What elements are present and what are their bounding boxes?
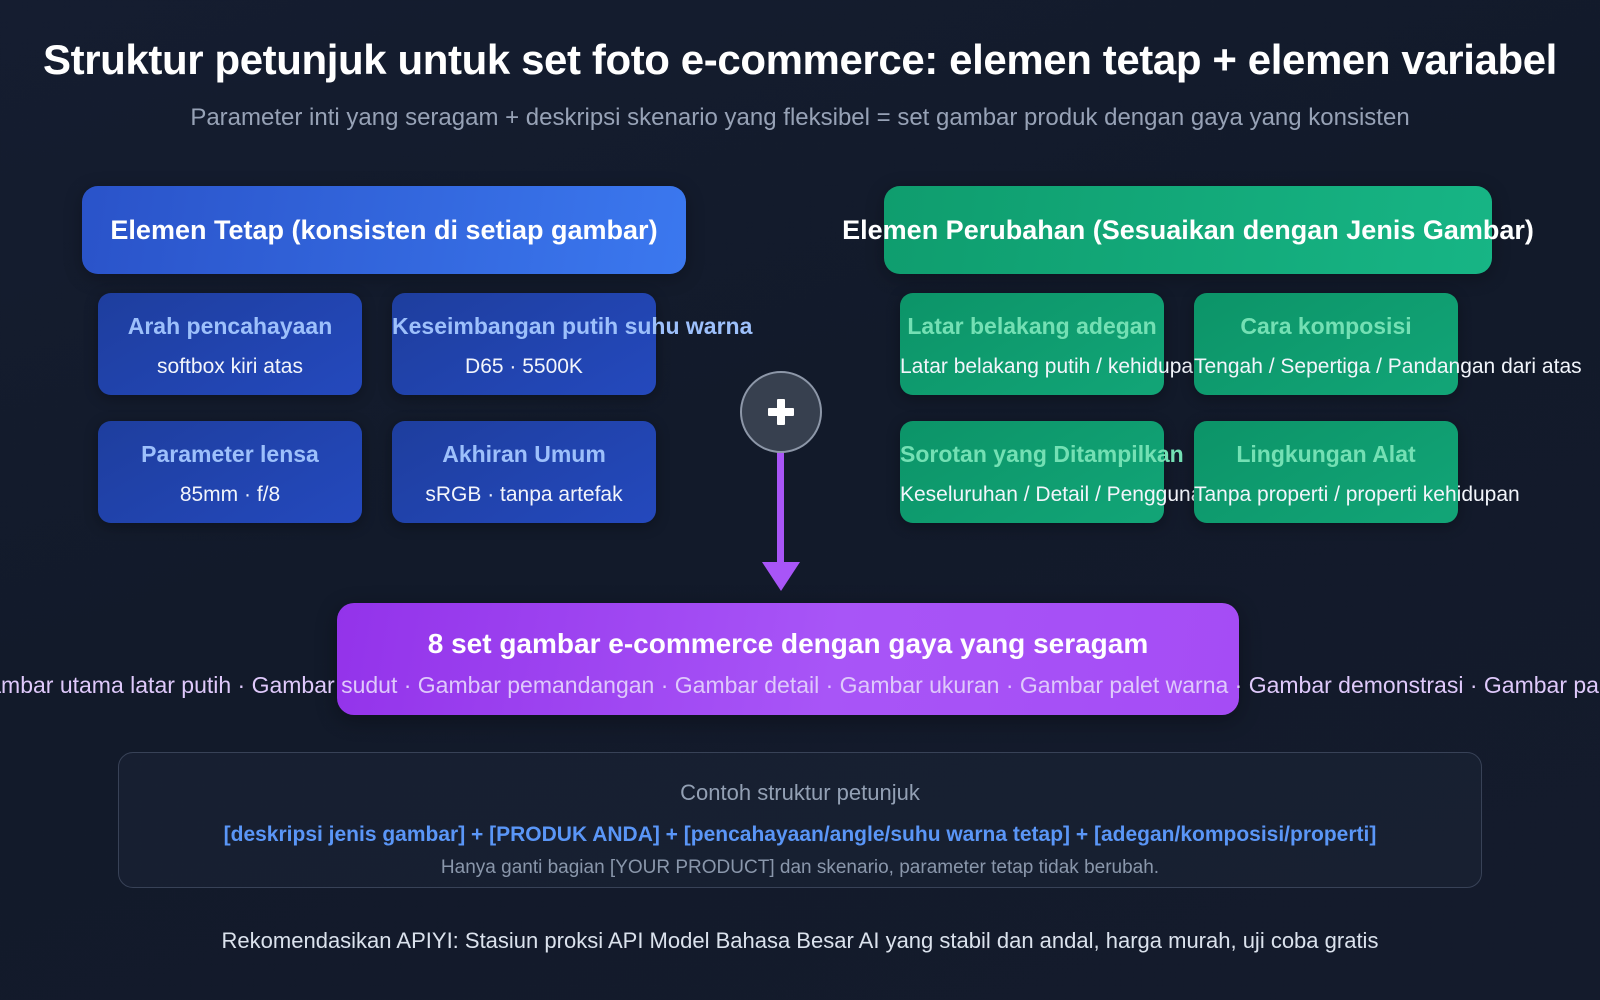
column-header-variable-label: Elemen Perubahan (Sesuaikan dengan Jenis… [842, 214, 1534, 245]
fixed-card-title: Arah pencahayaan [127, 313, 333, 339]
fixed-card-subtitle: softbox kiri atas [157, 355, 303, 378]
page-title: Struktur petunjuk untuk set foto e-comme… [43, 36, 1557, 83]
fixed-card-subtitle: sRGB · tanpa artefak [425, 483, 623, 506]
result-banner: 8 set gambar e-commerce dengan gaya yang… [337, 603, 1239, 715]
fixed-card-title: Keseimbangan putih suhu warna [392, 313, 753, 339]
example-note: Hanya ganti bagian [YOUR PRODUCT] dan sk… [440, 857, 1160, 878]
variable-card-highlight: Sorotan yang Ditampilkan Keseluruhan / D… [900, 421, 1226, 523]
example-formula: [deskripsi jenis gambar] + [PRODUK ANDA]… [223, 823, 1377, 846]
variable-card-subtitle: Tengah / Sepertiga / Pandangan dari atas [1194, 355, 1582, 378]
footer-note: Rekomendasikan APIYI: Stasiun proksi API… [221, 928, 1379, 953]
variable-card-props-environment: Lingkungan Alat Tanpa properti / propert… [1194, 421, 1520, 523]
variable-card-title: Latar belakang adegan [907, 313, 1157, 339]
arrow-shaft [777, 452, 784, 564]
fixed-card-subtitle: D65 · 5500K [465, 355, 583, 378]
variable-card-subtitle: Latar belakang putih / kehidupan [900, 355, 1205, 378]
example-label: Contoh struktur petunjuk [680, 780, 920, 805]
fixed-card-white-balance: Keseimbangan putih suhu warna D65 · 5500… [392, 293, 753, 395]
variable-card-composition: Cara komposisi Tengah / Sepertiga / Pand… [1194, 293, 1582, 395]
example-structure-box: Contoh struktur petunjuk [deskripsi jeni… [118, 752, 1482, 888]
variable-card-title: Sorotan yang Ditampilkan [900, 441, 1184, 467]
variable-card-scene-background: Latar belakang adegan Latar belakang put… [900, 293, 1205, 395]
plus-connector-node [740, 371, 822, 453]
fixed-card-title: Parameter lensa [141, 441, 319, 467]
fixed-card-general-finish: Akhiran Umum sRGB · tanpa artefak [392, 421, 656, 523]
arrow-head-icon [762, 562, 800, 591]
column-header-fixed-elements: Elemen Tetap (konsisten di setiap gambar… [82, 186, 686, 274]
page-subtitle: Parameter inti yang seragam + deskripsi … [190, 104, 1410, 131]
fixed-card-title: Akhiran Umum [442, 441, 606, 467]
variable-card-subtitle: Tanpa properti / properti kehidupan [1194, 483, 1520, 506]
fixed-card-lighting-direction: Arah pencahayaan softbox kiri atas [98, 293, 362, 395]
result-image-type-list: Gambar utama latar putih · Gambar sudut … [0, 672, 1600, 698]
variable-card-title: Lingkungan Alat [1236, 441, 1416, 467]
variable-card-subtitle: Keseluruhan / Detail / Penggunaan [900, 483, 1226, 506]
plus-icon [767, 398, 795, 426]
fixed-card-subtitle: 85mm · f/8 [179, 483, 281, 506]
fixed-card-lens-parameters: Parameter lensa 85mm · f/8 [98, 421, 362, 523]
column-header-variable-elements: Elemen Perubahan (Sesuaikan dengan Jenis… [842, 186, 1534, 274]
result-title: 8 set gambar e-commerce dengan gaya yang… [427, 628, 1149, 659]
variable-card-title: Cara komposisi [1240, 313, 1412, 339]
column-header-fixed-label: Elemen Tetap (konsisten di setiap gambar… [110, 214, 658, 245]
